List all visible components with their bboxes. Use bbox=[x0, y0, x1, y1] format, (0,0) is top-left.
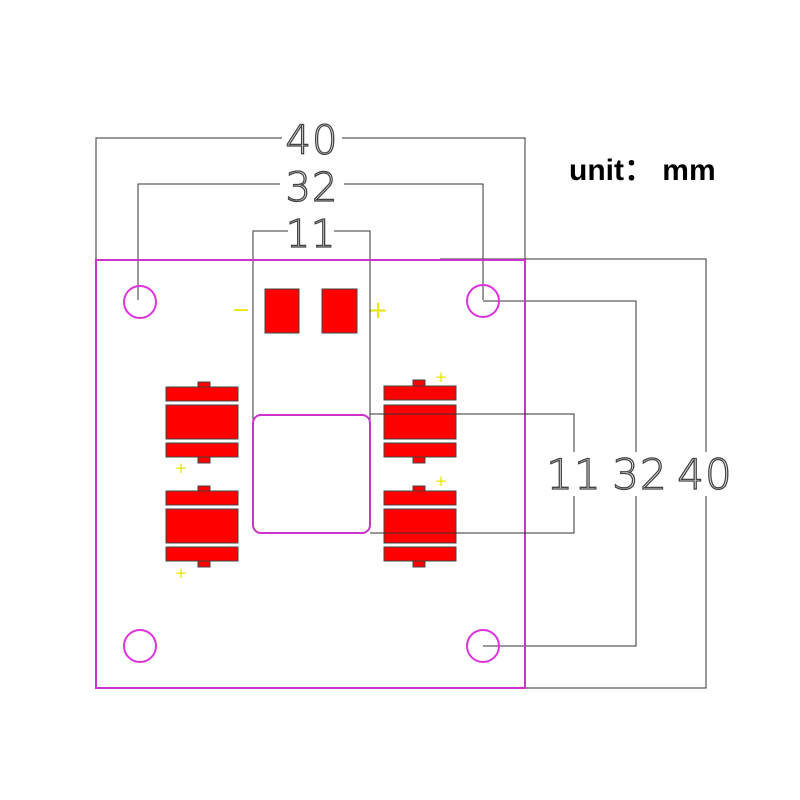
label-backgrounds bbox=[280, 120, 732, 496]
top-pads bbox=[264, 288, 358, 334]
top-pad-positive bbox=[321, 288, 358, 334]
polarity-plus-left-upper: + bbox=[175, 459, 188, 477]
unit-label: unit： mm bbox=[569, 154, 716, 187]
dim-label-top-40: 40 bbox=[286, 118, 339, 164]
polarity-plus-right-upper: + bbox=[435, 368, 448, 386]
inner-extension-lines bbox=[370, 413, 574, 534]
board-outline bbox=[95, 259, 526, 689]
polarity-plus-right-lower: + bbox=[435, 472, 448, 490]
led-footprint-left-upper bbox=[165, 381, 239, 464]
top-pad-negative bbox=[264, 288, 300, 334]
dim-label-top-11: 11 bbox=[286, 212, 336, 256]
mounting-hole-bottom-right bbox=[466, 629, 500, 663]
center-thermal-pad bbox=[252, 414, 371, 534]
mounting-hole-bottom-left bbox=[123, 629, 157, 663]
polarity-minus-top: − bbox=[232, 298, 250, 323]
dim-label-right-32: 32 bbox=[612, 450, 667, 499]
mounting-hole-top-right bbox=[466, 284, 500, 318]
dim-label-right-11: 11 bbox=[546, 450, 601, 499]
mounting-hole-top-left bbox=[123, 285, 157, 319]
dim-label-top-32: 32 bbox=[286, 165, 339, 211]
led-footprint-left-lower bbox=[165, 485, 239, 568]
polarity-plus-left-lower: + bbox=[175, 564, 188, 582]
led-footprint-right-lower bbox=[383, 485, 457, 568]
dim-label-right-40: 40 bbox=[677, 450, 732, 499]
polarity-marks: − + + + + + bbox=[175, 296, 448, 582]
polarity-plus-top: + bbox=[368, 296, 388, 324]
mounting-holes bbox=[123, 284, 500, 663]
led-footprint-right-upper bbox=[383, 379, 457, 464]
